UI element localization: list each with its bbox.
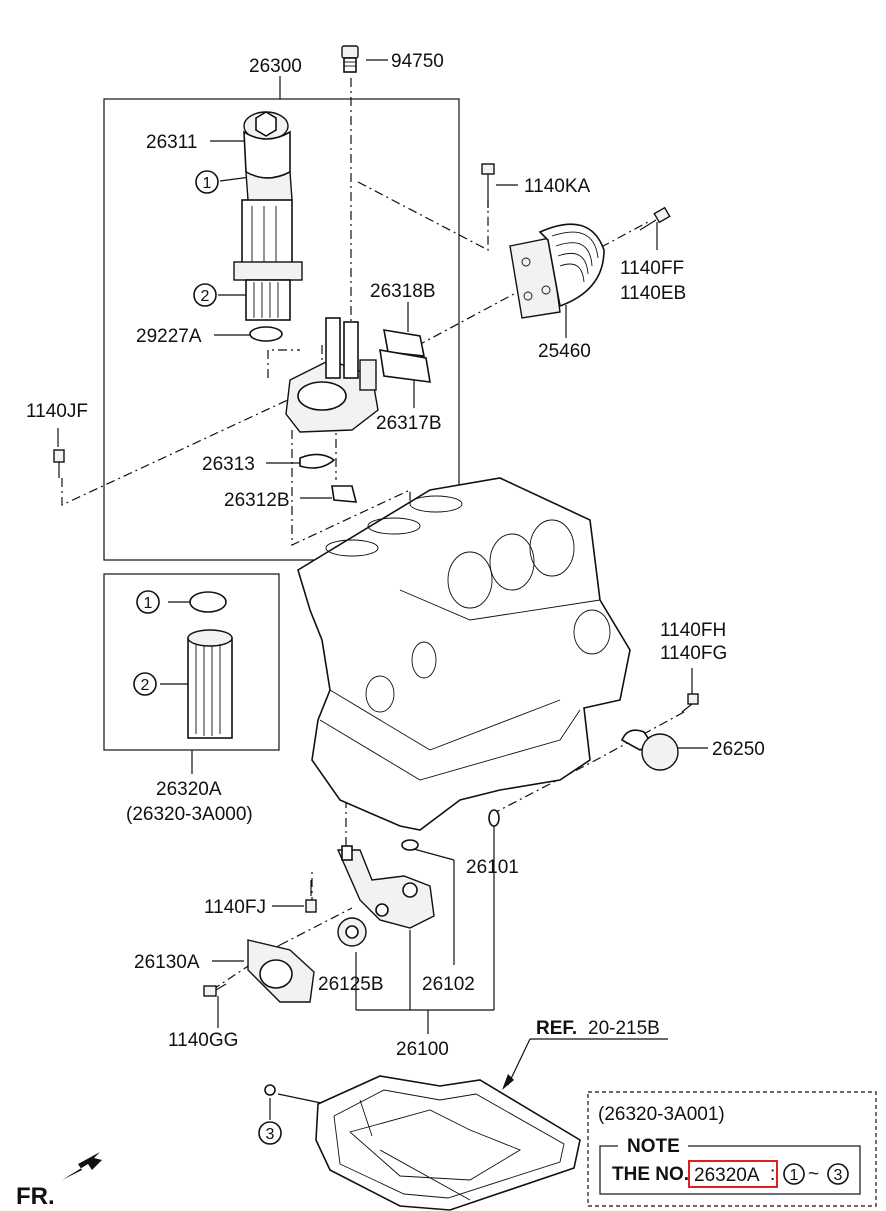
label-26130a[interactable]: 26130A xyxy=(134,952,200,973)
label-26318b[interactable]: 26318B xyxy=(370,281,436,302)
oil-pump xyxy=(336,845,435,929)
note-panel: (26320-3A001) NOTE THE NO. 26320A : 1 ~ … xyxy=(587,1091,877,1207)
o-ring-26102 xyxy=(401,839,419,851)
label-1140gg[interactable]: 1140GG xyxy=(168,1030,238,1051)
label-1140fj[interactable]: 1140FJ xyxy=(204,897,266,918)
callout-2-upper: 2 xyxy=(193,283,217,307)
label-29227a[interactable]: 29227A xyxy=(136,326,202,347)
fr-arrow-icon xyxy=(62,1152,102,1180)
label-25460[interactable]: 25460 xyxy=(538,341,591,362)
callout-3: 3 xyxy=(258,1121,282,1145)
label-26317b[interactable]: 26317B xyxy=(376,413,442,434)
ref-prefix: REF. xyxy=(536,1018,577,1039)
oil-cooler-gaskets xyxy=(379,329,431,383)
label-94750[interactable]: 94750 xyxy=(391,51,444,72)
label-26300[interactable]: 26300 xyxy=(249,56,302,77)
svg-text:3: 3 xyxy=(266,1126,275,1143)
label-26102[interactable]: 26102 xyxy=(422,974,475,995)
note-code[interactable]: (26320-3A001) xyxy=(598,1104,725,1125)
label-26101[interactable]: 26101 xyxy=(466,857,519,878)
label-1140ka[interactable]: 1140KA xyxy=(524,176,591,197)
oil-pressure-switch xyxy=(341,45,359,73)
filter-element xyxy=(187,629,233,739)
engine-block xyxy=(297,477,631,831)
note-prefix: THE NO. xyxy=(612,1164,689,1185)
o-ring-29227a xyxy=(249,326,283,342)
label-26312b[interactable]: 26312B xyxy=(224,490,290,511)
pump-cover xyxy=(247,939,315,1003)
label-1140fh[interactable]: 1140FH xyxy=(660,620,726,641)
label-1140jf[interactable]: 1140JF xyxy=(26,401,88,422)
label-26250[interactable]: 26250 xyxy=(712,739,765,760)
label-26313[interactable]: 26313 xyxy=(202,454,255,475)
svg-text:2: 2 xyxy=(141,677,150,694)
bolt-1140fj xyxy=(305,880,317,913)
svg-text:1: 1 xyxy=(144,595,153,612)
label-1140ff[interactable]: 1140FF xyxy=(620,258,684,279)
svg-text:2: 2 xyxy=(201,288,210,305)
svg-text:1: 1 xyxy=(203,175,212,192)
note-title: NOTE xyxy=(627,1136,680,1157)
bolt-1140gg xyxy=(203,983,227,997)
callout-2-lower: 2 xyxy=(133,672,157,696)
label-26125b[interactable]: 26125B xyxy=(318,974,384,995)
filter-cap xyxy=(233,111,303,321)
callout-1-upper: 1 xyxy=(195,170,219,194)
oil-level-part-26250 xyxy=(620,729,679,771)
label-26320a-code[interactable]: (26320-3A000) xyxy=(126,804,253,825)
bolt-1140fh xyxy=(681,693,699,713)
label-26100[interactable]: 26100 xyxy=(396,1039,449,1060)
label-1140fg[interactable]: 1140FG xyxy=(660,643,727,664)
gasket-26312b xyxy=(331,485,358,503)
bolt-1140jf xyxy=(53,449,65,478)
bolt-1140ka xyxy=(481,163,495,208)
label-26311[interactable]: 26311 xyxy=(146,132,197,153)
label-26320a[interactable]: 26320A xyxy=(156,779,222,800)
oil-filter-housing xyxy=(285,317,379,433)
pump-sprocket xyxy=(337,917,367,947)
oil-cooler xyxy=(509,223,605,319)
note-colon: : xyxy=(770,1164,775,1185)
note-part-link[interactable]: 26320A xyxy=(694,1165,760,1186)
oil-pan xyxy=(315,1075,581,1211)
note-part-highlight xyxy=(688,1160,778,1188)
callout-1-lower: 1 xyxy=(136,590,160,614)
drain-gasket xyxy=(264,1084,276,1096)
note-tilde: ~ xyxy=(808,1164,819,1185)
o-ring-26101 xyxy=(488,809,500,827)
label-1140eb[interactable]: 1140EB xyxy=(620,283,686,304)
note-range-end: 3 xyxy=(834,1167,843,1184)
o-ring-element xyxy=(189,591,227,613)
gasket-26313 xyxy=(299,453,336,469)
note-range-start: 1 xyxy=(790,1167,799,1184)
fr-label: FR. xyxy=(16,1183,55,1210)
ref-value[interactable]: 20-215B xyxy=(588,1018,660,1039)
bolt-1140ff xyxy=(639,206,671,231)
oil-filter-assembly-box xyxy=(103,98,460,561)
